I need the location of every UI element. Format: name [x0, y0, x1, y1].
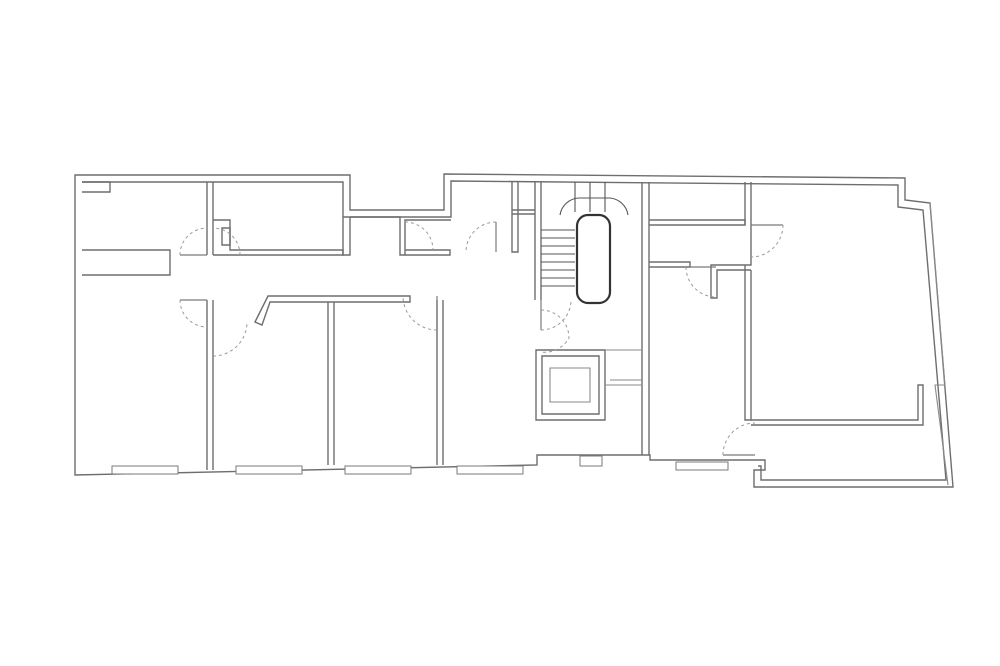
wall-right-partition [744, 265, 752, 421]
windows [111, 455, 729, 475]
stair-top-flight [574, 182, 606, 212]
staircase [541, 182, 629, 305]
wall-left-room-top [82, 249, 171, 276]
wall-stair-core [511, 181, 542, 300]
window-4 [456, 465, 524, 475]
wall-lift-shaft [535, 349, 606, 421]
wall-right-closet [710, 182, 752, 299]
wall-stair-landing [512, 209, 535, 215]
wall-storage-mid [350, 216, 451, 256]
wall-bedroom-divider-2 [436, 300, 444, 465]
wall-core-right [641, 182, 650, 455]
wall-bedroom-top [254, 295, 411, 326]
window-1 [111, 465, 179, 475]
window-2 [235, 465, 303, 475]
east-wall-thin [929, 202, 949, 486]
door-2 [179, 299, 208, 328]
door-8 [540, 299, 572, 353]
door-10 [722, 224, 784, 456]
window-3 [344, 465, 412, 475]
exterior-walls [74, 173, 954, 488]
window-5 [579, 455, 603, 467]
door-3 [212, 227, 241, 256]
exterior-wall-outer [74, 173, 954, 488]
doors [179, 221, 784, 456]
wall-bath-fixture [221, 227, 231, 246]
wall-right-mid [649, 261, 691, 268]
wall-left-closet [82, 181, 111, 193]
exterior-wall-inner [82, 180, 947, 481]
stair-treads [541, 229, 575, 287]
wall-lift-side [605, 349, 642, 386]
wall-left-partition-a [206, 182, 214, 255]
window-6 [675, 461, 729, 471]
door-7 [465, 221, 497, 253]
door-9 [685, 266, 717, 298]
wall-corridor-north [342, 217, 351, 256]
interior-walls [82, 181, 924, 470]
wall-right-entry [649, 219, 746, 226]
stair-well-rail [575, 213, 612, 305]
wall-lift-car [549, 367, 591, 403]
wall-bedroom-divider-1 [327, 302, 335, 465]
wall-left-partition-b [206, 300, 214, 470]
door-5 [402, 295, 438, 331]
wall-bath-top [213, 219, 344, 256]
wall-storage-right [405, 249, 451, 256]
door-4 [212, 321, 248, 357]
wall-living-south [751, 384, 924, 426]
stair-curve [559, 197, 629, 216]
door-6 [404, 221, 434, 251]
door-1 [179, 227, 208, 256]
